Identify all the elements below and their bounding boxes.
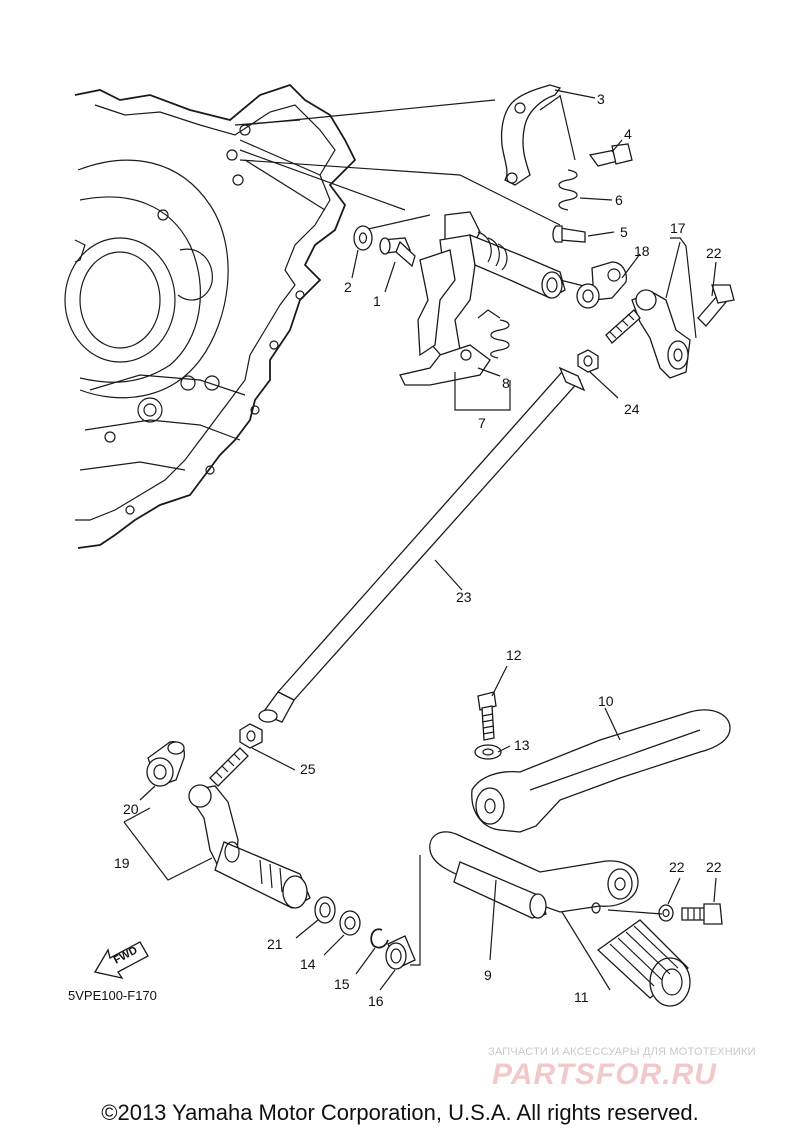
callout-11: 11: [574, 989, 589, 1005]
callout-10: 10: [598, 693, 614, 709]
part-shift-arm-17: [605, 289, 691, 379]
part-washer-13: [474, 744, 502, 760]
callout-20: 20: [123, 801, 139, 817]
callout-18: 18: [634, 243, 650, 259]
callout-2: 2: [344, 279, 352, 295]
crankcase-outline: [64, 83, 357, 549]
callout-21: 21: [267, 936, 283, 952]
part-stopper-lever: [500, 84, 562, 186]
callout-1: 1: [373, 293, 381, 309]
part-bolt-22-upper: [697, 284, 735, 327]
part-washer-2: [353, 225, 373, 251]
part-joint-20: [146, 741, 186, 787]
part-footpeg-rubber-11: [596, 919, 691, 1007]
part-shift-arm-19: [188, 747, 311, 909]
callout-labels: 3 4 6 5 17 18 22 2 1 8 7 24 23 12 10 13 …: [114, 91, 722, 1009]
part-washer-14: [339, 910, 361, 936]
part-pin-5: [552, 225, 586, 243]
watermark-subtitle: ЗАПЧАСТИ И АКСЕССУАРЫ ДЛЯ МОТОТЕХНИКИ: [488, 1046, 756, 1058]
part-shift-rod-24: [258, 366, 586, 723]
shift-linkage-diagram: FWD 3 4 6 5: [64, 83, 735, 1009]
part-nut-26: [239, 723, 263, 749]
callout-5: 5: [620, 224, 628, 240]
part-shift-pedal-10: [471, 709, 731, 833]
callout-15: 15: [334, 976, 350, 992]
part-shift-shaft-7: [399, 211, 566, 386]
part-joint-18: [576, 261, 628, 309]
callout-22-lower: 22: [706, 859, 722, 875]
callout-14: 14: [300, 956, 316, 972]
watermark-logo: PARTSFOR.RU: [492, 1058, 717, 1091]
part-bolt-12: [477, 691, 497, 741]
callout-leaders: [123, 89, 717, 991]
part-spring-6: [558, 169, 578, 211]
part-bolt-1: [379, 237, 416, 268]
callout-16: 16: [368, 993, 384, 1009]
callout-13: 13: [514, 737, 530, 753]
part-bolt-4: [588, 143, 633, 167]
callout-24: 23: [456, 589, 472, 605]
callout-6: 6: [615, 192, 623, 208]
diagram-code: 5VPE100-F170: [68, 988, 157, 1003]
fwd-arrow-icon: FWD: [93, 941, 149, 979]
part-nut-25: [577, 349, 599, 373]
callout-22-upper: 22: [706, 245, 722, 261]
callout-19: 19: [114, 855, 130, 871]
part-pedal-arm-9: [429, 831, 639, 919]
part-washer-23: [658, 904, 674, 922]
callout-26: 25: [300, 761, 316, 777]
callout-9: 9: [484, 967, 492, 983]
callout-23: 22: [669, 859, 685, 875]
part-bolt-22-lower: [681, 903, 723, 925]
part-circlip-15: [370, 928, 389, 949]
callout-12: 12: [506, 647, 522, 663]
callout-25: 24: [624, 401, 640, 417]
callout-17: 17: [670, 220, 686, 236]
callout-4: 4: [624, 126, 632, 142]
part-bush-16: [385, 935, 416, 970]
callout-7: 7: [478, 415, 486, 431]
callout-3: 3: [597, 91, 605, 107]
part-spring-8: [477, 309, 510, 359]
callout-8: 8: [502, 375, 510, 391]
part-seal-21: [314, 896, 336, 924]
copyright-notice: ©2013 Yamaha Motor Corporation, U.S.A. A…: [101, 1100, 699, 1125]
